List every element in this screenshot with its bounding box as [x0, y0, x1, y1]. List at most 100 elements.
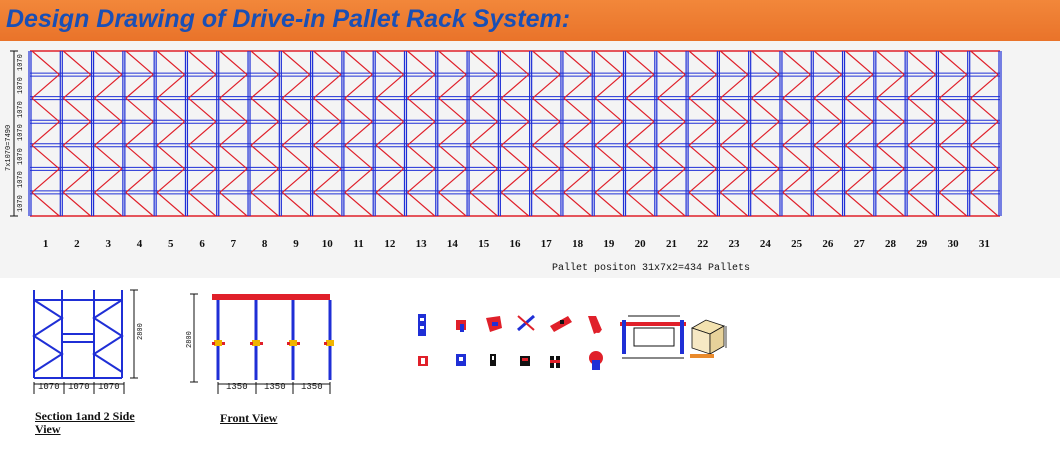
diagonal-brace — [970, 97, 999, 123]
diagonal-brace — [500, 74, 530, 99]
diagonal-brace — [657, 74, 686, 99]
bay-number: 30 — [947, 238, 959, 250]
arm-icon — [588, 316, 602, 334]
diagonal-brace — [62, 74, 91, 99]
diagonal-brace — [532, 50, 561, 76]
diagonal-brace — [313, 168, 342, 193]
diagonal-brace — [250, 168, 279, 193]
diagonal-brace — [219, 168, 248, 193]
diagonal-brace — [688, 191, 717, 217]
diagonal-brace — [594, 50, 623, 76]
bay-number: 23 — [728, 238, 740, 250]
bay-number: 29 — [916, 238, 928, 250]
side-view-caption-line1: Section 1and 2 Side — [35, 409, 135, 423]
diagonal-brace — [344, 121, 373, 146]
diagonal-brace — [907, 97, 936, 123]
diagonal-brace — [375, 97, 404, 123]
diagonal-brace — [407, 144, 436, 170]
diagonal-brace — [563, 74, 592, 99]
diagonal-brace — [281, 97, 311, 123]
diagonal-brace — [31, 191, 60, 217]
bay-number: 18 — [572, 238, 584, 250]
diagonal-brace — [688, 97, 717, 123]
diagonal-brace — [751, 121, 780, 146]
diagonal-brace — [845, 50, 874, 76]
row-dimension-label: 1070 — [17, 171, 25, 189]
diagonal-brace — [594, 144, 623, 170]
diagonal-brace — [219, 144, 248, 170]
diagonal-brace — [876, 74, 905, 99]
diagonal-brace — [188, 97, 217, 123]
upright-frame-icon — [418, 314, 426, 336]
diagonal-brace — [876, 121, 905, 146]
diagonal-brace — [813, 191, 842, 217]
diagonal-brace — [407, 50, 436, 76]
diagonal-brace — [532, 121, 561, 146]
diagonal-brace — [62, 50, 91, 76]
diagonal-brace — [125, 191, 154, 217]
diagonal-brace — [719, 74, 749, 99]
diagonal-brace — [344, 168, 373, 193]
detail-views: 2800 1070 1070 1070 Section 1and 2 Side … — [0, 278, 1060, 455]
bay-number: 11 — [353, 238, 364, 250]
diagonal-brace — [94, 168, 123, 193]
diagonal-brace — [688, 168, 717, 193]
diagonal-brace — [438, 50, 467, 76]
diagonal-brace — [125, 168, 154, 193]
upright-base-icon — [456, 320, 466, 332]
diagonal-brace — [313, 97, 342, 123]
diagonal-brace — [125, 50, 154, 76]
diagonal-brace — [156, 121, 185, 146]
diagonal-brace — [845, 121, 874, 146]
diagonal-brace — [719, 144, 749, 170]
diagonal-brace — [939, 168, 968, 193]
front-width-label-2: 1350 — [264, 382, 286, 392]
diagonal-brace — [219, 121, 248, 146]
diagonal-brace — [313, 191, 342, 217]
diagonal-brace — [344, 97, 373, 123]
bay-number: 8 — [261, 238, 268, 250]
diagonal-brace — [250, 144, 279, 170]
diagonal-brace — [500, 191, 530, 217]
diagonal-brace — [594, 191, 623, 217]
diagonal-brace — [156, 74, 185, 99]
diagonal-brace — [939, 74, 968, 99]
diagonal-brace — [907, 168, 936, 193]
diagonal-brace — [375, 191, 404, 217]
diagonal-brace — [657, 144, 686, 170]
bay-number: 6 — [199, 238, 205, 250]
diagonal-brace — [407, 121, 436, 146]
diagonal-brace — [125, 121, 154, 146]
diagonal-brace — [375, 144, 404, 170]
bay-number: 25 — [791, 238, 803, 250]
diagonal-brace — [31, 121, 60, 146]
diagonal-brace — [281, 144, 311, 170]
diagonal-brace — [813, 50, 842, 76]
diagonal-brace — [500, 97, 530, 123]
side-width-label-2: 1070 — [68, 382, 90, 392]
diagonal-brace — [876, 144, 905, 170]
diagonal-brace — [31, 144, 60, 170]
side-width-label-1: 1070 — [38, 382, 60, 392]
diagonal-brace — [313, 144, 342, 170]
diagonal-brace — [31, 50, 60, 76]
diagonal-brace — [845, 144, 874, 170]
bay-number: 4 — [136, 238, 143, 250]
diagonal-brace — [657, 121, 686, 146]
diagonal-brace — [281, 121, 311, 146]
diagonal-brace — [313, 50, 342, 76]
diagonal-brace — [94, 74, 123, 99]
row-dimension-label: 1070 — [17, 53, 25, 71]
bay-number: 5 — [168, 238, 174, 250]
diagonal-brace — [156, 168, 185, 193]
diagonal-brace — [688, 50, 717, 76]
diagonal-brace — [469, 74, 498, 99]
bay-number: 22 — [697, 238, 709, 250]
floor-rail-icon — [520, 356, 530, 366]
support-arm-icon — [550, 356, 560, 368]
diagonal-brace — [907, 74, 936, 99]
diagonal-brace — [532, 144, 561, 170]
diagonal-brace — [219, 74, 248, 99]
bay-number: 1 — [42, 238, 49, 250]
